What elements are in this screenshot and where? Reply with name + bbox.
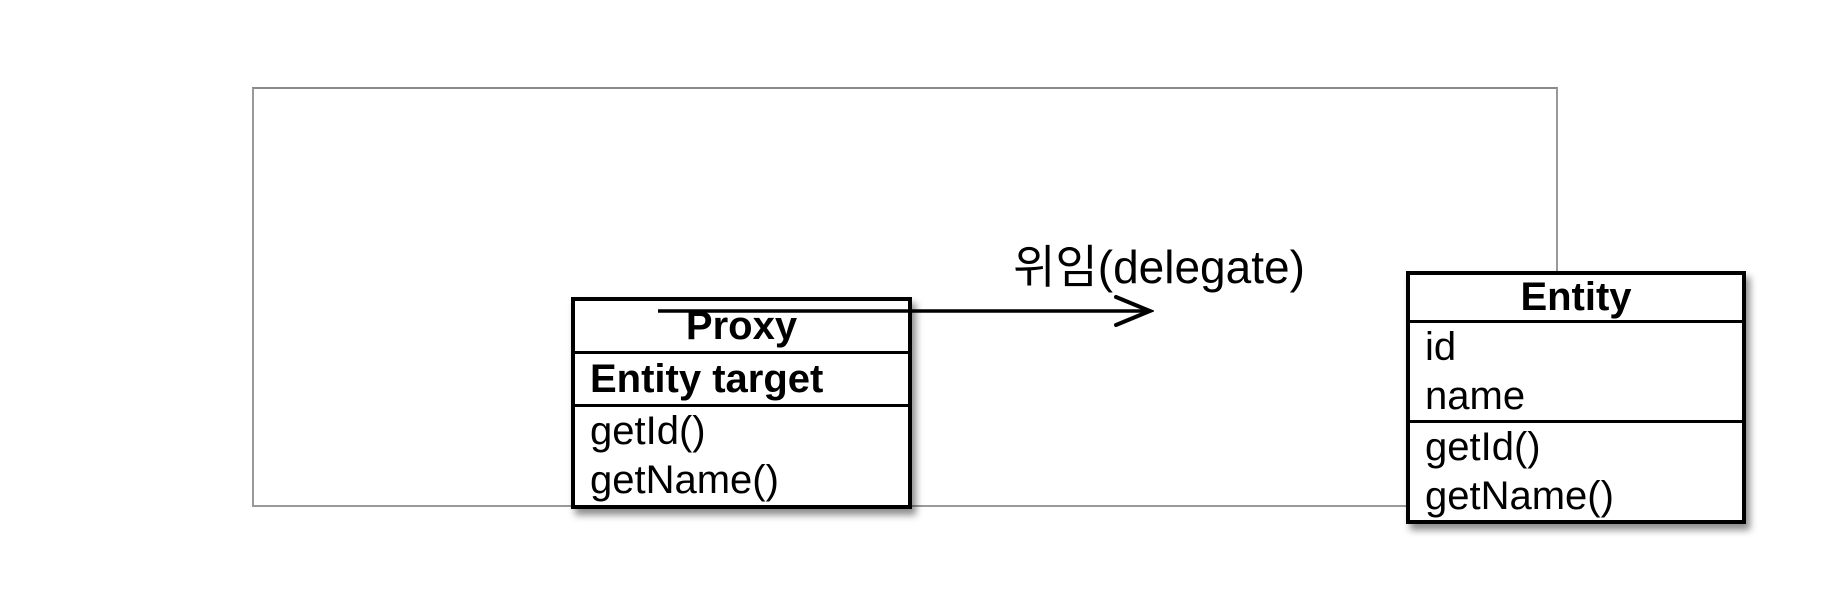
entity-attribute: name: [1425, 373, 1526, 418]
entity-class-box: Entity id name getId() getName(): [1406, 271, 1746, 524]
proxy-attributes-section: Entity target: [575, 354, 908, 407]
delegate-arrow-icon: [658, 295, 1154, 327]
proxy-method: getId(): [590, 409, 706, 453]
entity-method: getName(): [1425, 474, 1614, 518]
proxy-methods-section: getId() getName(): [575, 407, 908, 505]
outer-frame: Proxy Entity target getId() getName() En…: [252, 87, 1746, 524]
delegate-arrow-label: 위임(delegate): [1013, 241, 1305, 293]
entity-attributes-section: id name: [1410, 323, 1742, 423]
entity-method: getId(): [1425, 425, 1541, 469]
entity-attribute: id: [1425, 324, 1457, 369]
entity-methods-section: getId() getName(): [1410, 423, 1742, 521]
proxy-method: getName(): [590, 458, 779, 502]
entity-class-title: Entity: [1410, 275, 1742, 323]
proxy-attribute: Entity target: [590, 356, 824, 401]
